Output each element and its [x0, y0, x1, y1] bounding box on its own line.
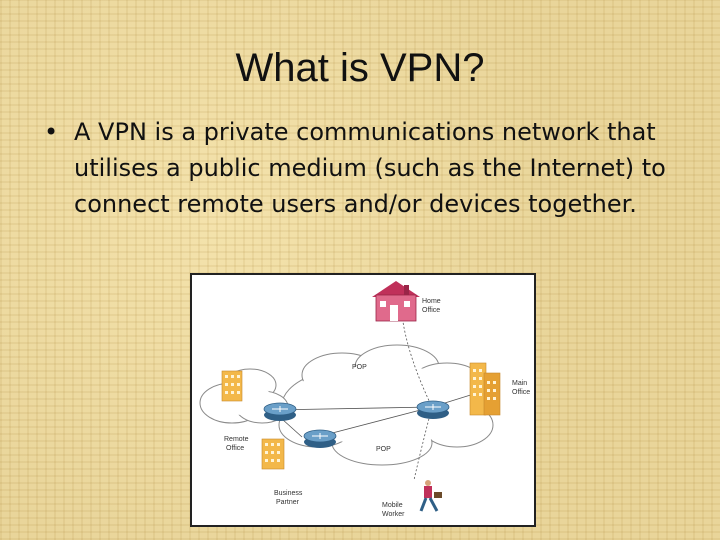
slide-title: What is VPN?: [235, 46, 485, 90]
business-partner-icon: [261, 438, 285, 470]
mobile-worker-label: Mobile: [382, 502, 403, 509]
main-office-label: Office: [512, 389, 530, 396]
main-office-icon: [469, 362, 501, 416]
business-partner-label: Business: [274, 490, 303, 497]
bullet-dot: •: [44, 118, 59, 146]
router-icon: [416, 400, 450, 419]
remote-office-label: Remote: [224, 436, 249, 443]
pop-label: POP: [352, 364, 367, 371]
main-office-label: Main: [512, 380, 527, 387]
home-office-label: Home: [422, 298, 441, 305]
home-office-icon: [372, 281, 420, 322]
mobile-worker-icon: [419, 480, 442, 512]
vpn-links: [271, 314, 478, 481]
business-partner-label: Partner: [276, 499, 300, 506]
remote-office-icon: [221, 370, 243, 402]
router-icon: [303, 429, 337, 448]
remote-office-label: Office: [226, 445, 244, 452]
pop-label: POP: [376, 446, 391, 453]
bullet-item: • A VPN is a private communications netw…: [44, 114, 684, 222]
router-icon: [263, 402, 297, 421]
home-office-label: Office: [422, 307, 440, 314]
vpn-diagram: Home Office Main Office Remote Office Bu…: [190, 273, 536, 527]
vpn-diagram-svg: Home Office Main Office Remote Office Bu…: [199, 281, 530, 518]
mobile-worker-label: Worker: [382, 511, 405, 518]
bullet-text: A VPN is a private communications networ…: [74, 118, 666, 218]
